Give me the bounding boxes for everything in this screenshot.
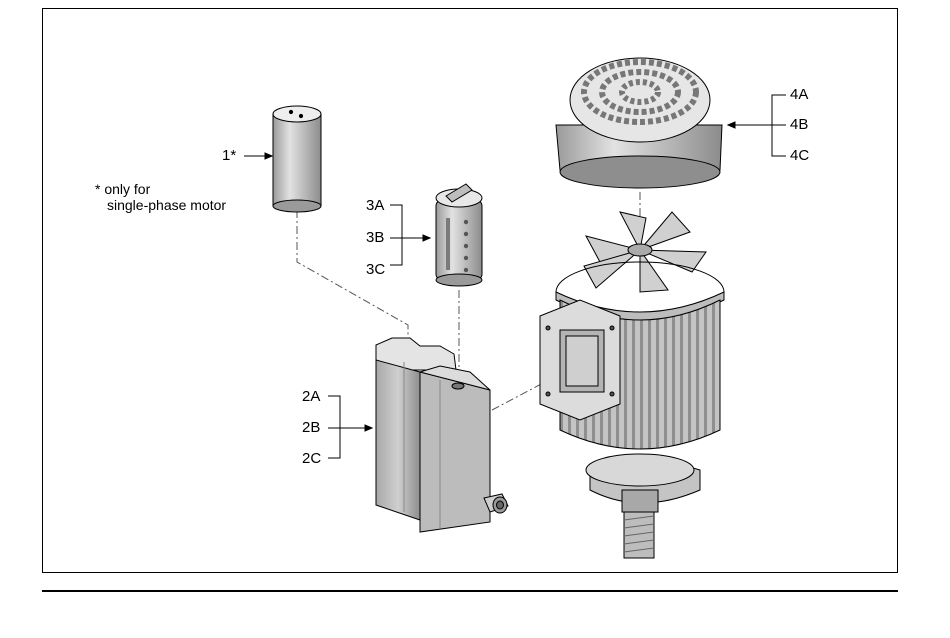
assembly-line-capacitor bbox=[297, 210, 408, 355]
assembly-line-box bbox=[492, 382, 545, 410]
footnote-line1: * only for bbox=[95, 182, 150, 197]
callout-4c: 4C bbox=[790, 148, 809, 164]
bracket-2 bbox=[328, 396, 340, 458]
callout-4a: 4A bbox=[790, 87, 808, 103]
fan-cover-part bbox=[556, 58, 722, 188]
callout-4b: 4B bbox=[790, 117, 808, 133]
callout-1: 1* bbox=[222, 148, 236, 164]
callout-3c: 3C bbox=[366, 262, 385, 278]
terminal-box-part bbox=[376, 338, 508, 532]
motor-part bbox=[540, 212, 724, 558]
bracket-3 bbox=[390, 205, 402, 265]
callout-2a: 2A bbox=[302, 389, 320, 405]
capacitor-part bbox=[273, 106, 321, 212]
callout-3b: 3B bbox=[366, 230, 384, 246]
callout-2c: 2C bbox=[302, 451, 321, 467]
callout-3a: 3A bbox=[366, 198, 384, 214]
footnote-line2: single-phase motor bbox=[107, 198, 226, 213]
switch-part bbox=[436, 184, 482, 286]
callout-2b: 2B bbox=[302, 420, 320, 436]
